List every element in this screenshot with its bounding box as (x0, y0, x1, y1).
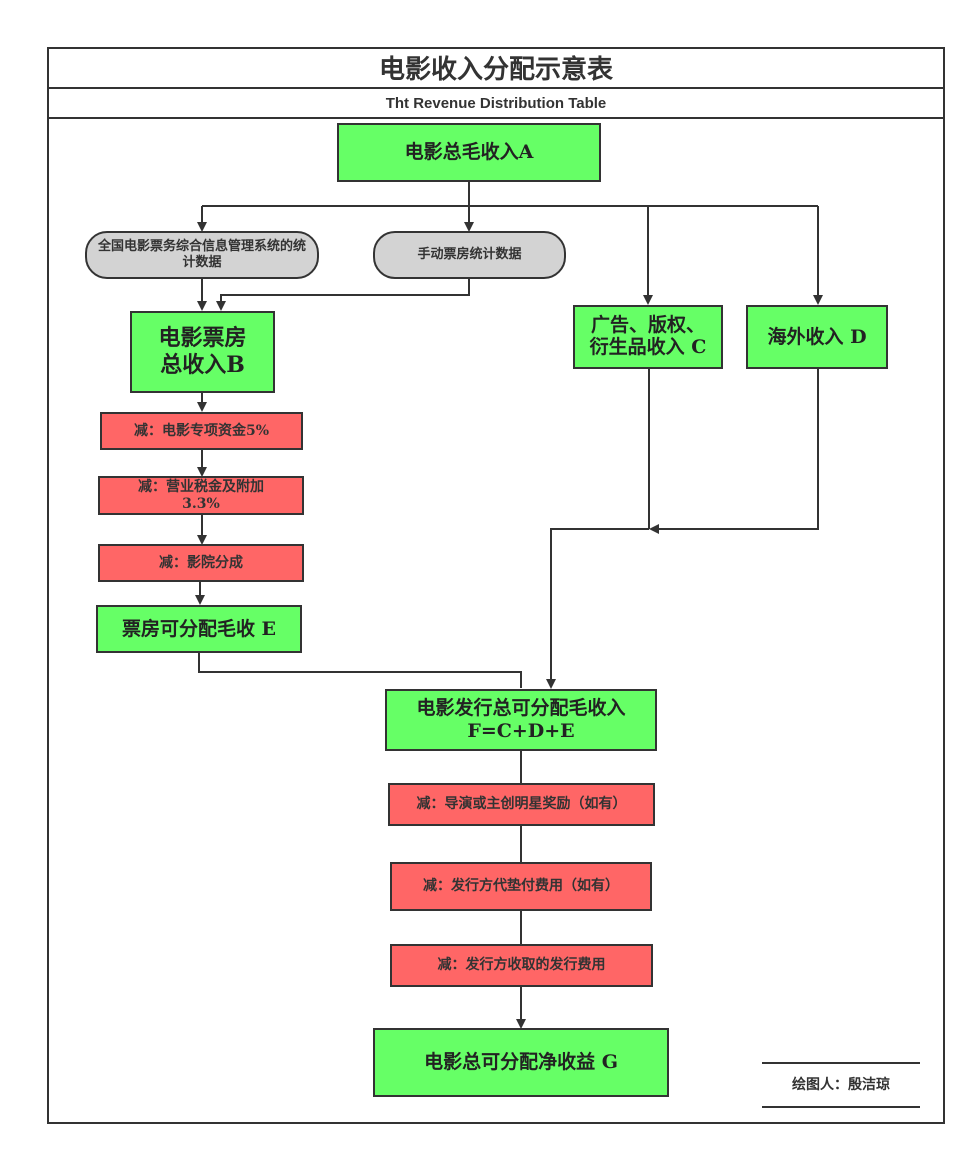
node-label: 手动票房统计数据 (417, 247, 522, 263)
author-line-bottom (762, 1106, 920, 1108)
node-label: 减：营业税金及附加3.3% (138, 479, 264, 512)
node-overseas-d: 海外收入 D (746, 305, 888, 369)
node-deduct-business-tax: 减：营业税金及附加3.3% (98, 476, 304, 515)
node-gross-revenue-a: 电影总毛收入A (337, 123, 601, 182)
node-label: 全国电影票务综合信息管理系统的统计数据 (97, 239, 306, 270)
node-label: 减：发行方收取的发行费用 (437, 957, 606, 974)
node-label: 票房可分配毛收 E (121, 617, 277, 640)
node-label: 广告、版权、衍生品收入 C (589, 314, 707, 358)
author-credit: 绘图人：殷洁琼 (792, 1077, 890, 1093)
node-deduct-bonus: 减：导演或主创明星奖励（如有） (388, 783, 655, 826)
node-national-ticketing-stats: 全国电影票务综合信息管理系统的统计数据 (85, 231, 319, 279)
diagram-title: 电影收入分配示意表 (47, 47, 945, 89)
node-deduct-cinema-share: 减：影院分成 (98, 544, 304, 582)
node-deduct-film-fund: 减：电影专项资金5% (100, 412, 303, 450)
author-line-top (762, 1062, 920, 1064)
node-label: 减：影院分成 (159, 554, 243, 571)
node-deduct-distribution-fee: 减：发行方收取的发行费用 (390, 944, 653, 987)
node-label: 电影总毛收入A (404, 141, 534, 164)
node-ads-copyright-c: 广告、版权、衍生品收入 C (573, 305, 723, 369)
node-label: 电影票房总收入B (158, 324, 247, 379)
node-box-office-b: 电影票房总收入B (130, 311, 275, 393)
node-label: 减：电影专项资金5% (133, 422, 270, 439)
node-distribution-total-f: 电影发行总可分配毛收入F=C+D+E (385, 689, 657, 751)
node-manual-box-office-stats: 手动票房统计数据 (373, 231, 566, 279)
node-label: 减：导演或主创明星奖励（如有） (416, 796, 627, 813)
node-box-office-distributable-e: 票房可分配毛收 E (96, 605, 302, 653)
diagram-frame (47, 47, 945, 1124)
diagram-subtitle: Tht Revenue Distribution Table (47, 89, 945, 119)
node-label: 电影发行总可分配毛收入F=C+D+E (416, 697, 626, 742)
node-net-revenue-g: 电影总可分配净收益 G (373, 1028, 669, 1097)
node-label: 海外收入 D (767, 325, 867, 348)
node-label: 减：发行方代垫付费用（如有） (423, 878, 619, 895)
node-deduct-advance-costs: 减：发行方代垫付费用（如有） (390, 862, 652, 911)
node-label: 电影总可分配净收益 G (424, 1051, 618, 1074)
